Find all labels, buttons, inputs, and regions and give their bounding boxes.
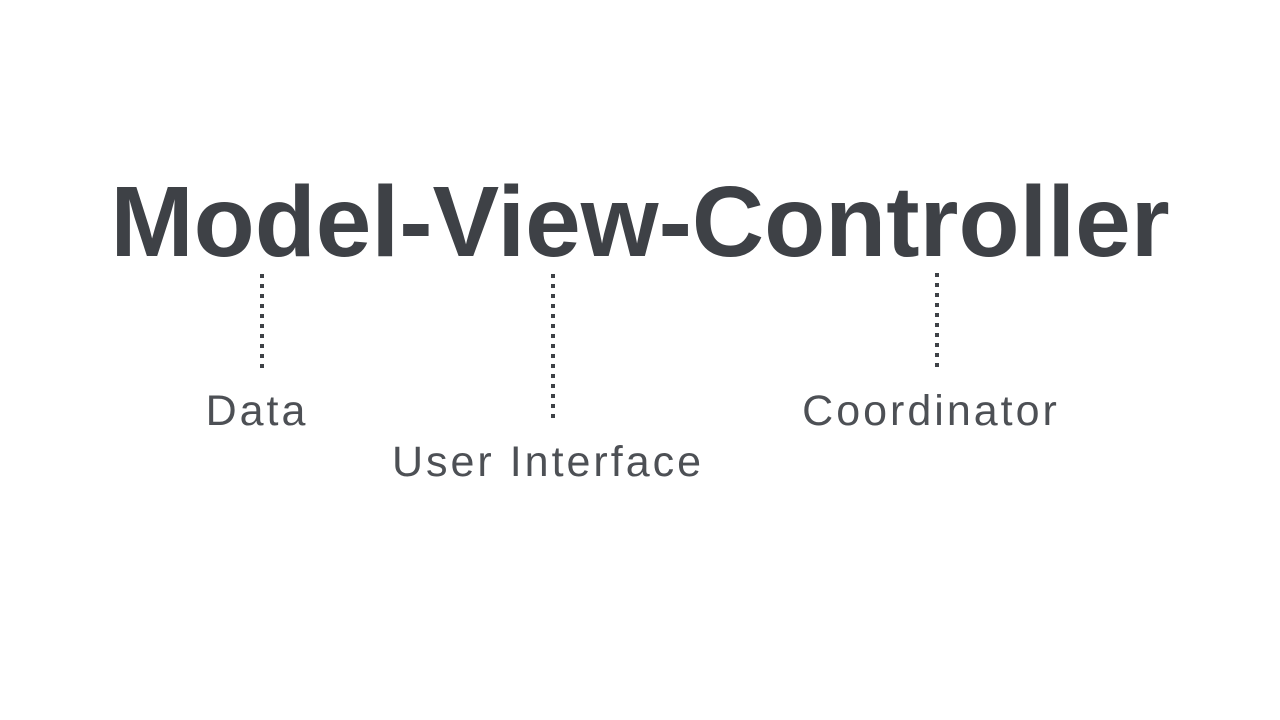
dotted-connector-controller bbox=[935, 273, 939, 367]
dotted-connector-model bbox=[260, 274, 264, 368]
annotation-controller-coordinator: Coordinator bbox=[802, 387, 1060, 435]
page-title: Model-View-Controller bbox=[110, 166, 1170, 278]
dotted-connector-view bbox=[551, 274, 555, 418]
annotation-model-data: Data bbox=[205, 387, 309, 435]
annotation-view-user-interface: User Interface bbox=[391, 438, 705, 486]
